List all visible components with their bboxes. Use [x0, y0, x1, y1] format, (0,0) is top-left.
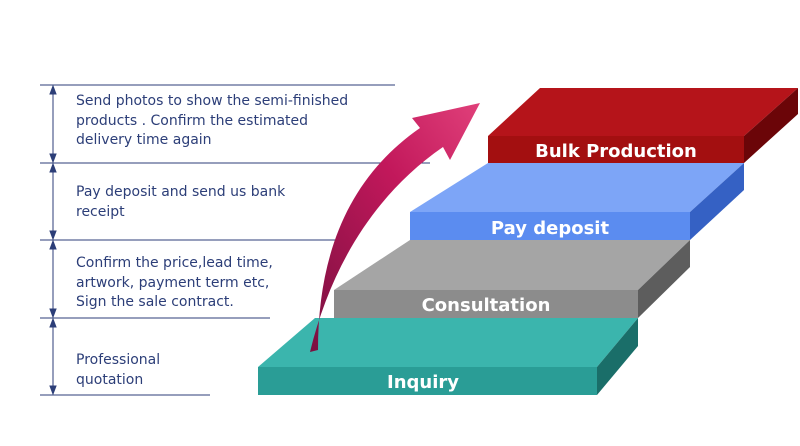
step-bulk-production-front: [488, 136, 744, 163]
step-inquiry-top: [258, 318, 638, 367]
step-pay-deposit-label: Pay deposit: [491, 218, 610, 239]
step-inquiry: Inquiry: [258, 318, 638, 395]
step-consultation: Consultation: [334, 240, 690, 318]
step-bulk-production-label: Bulk Production: [535, 141, 697, 162]
step-consultation-side: [638, 240, 690, 318]
step-consultation-label: Consultation: [422, 295, 551, 316]
step-pay-deposit-top: [410, 163, 744, 212]
step-inquiry-side: [597, 318, 638, 395]
step-inquiry-label: Inquiry: [387, 372, 459, 393]
curved-arrow-icon: [310, 103, 480, 352]
bracket-lines: [40, 84, 430, 396]
step-bulk-production-side: [744, 88, 798, 163]
dimension-arrows: [49, 84, 57, 396]
step-pay-deposit-side: [690, 163, 744, 240]
step-consultation-top: [334, 240, 690, 290]
note-pay-deposit: Pay deposit and send us bank receipt: [76, 184, 286, 220]
note-bulk-production: Send photos to show the semi-finished pr…: [76, 93, 349, 148]
note-consultation: Confirm the price,lead time, artwork, pa…: [76, 255, 273, 310]
step-consultation-front: [334, 290, 638, 318]
note-inquiry: Professional quotation: [76, 352, 161, 388]
step-pay-deposit: Pay deposit: [410, 163, 744, 240]
step-inquiry-front: [258, 367, 597, 395]
step-bulk-production-top: [488, 88, 798, 136]
step-bulk-production: Bulk Production: [488, 88, 798, 163]
step-pay-deposit-front: [410, 212, 690, 240]
progress-arrow: [310, 103, 480, 352]
